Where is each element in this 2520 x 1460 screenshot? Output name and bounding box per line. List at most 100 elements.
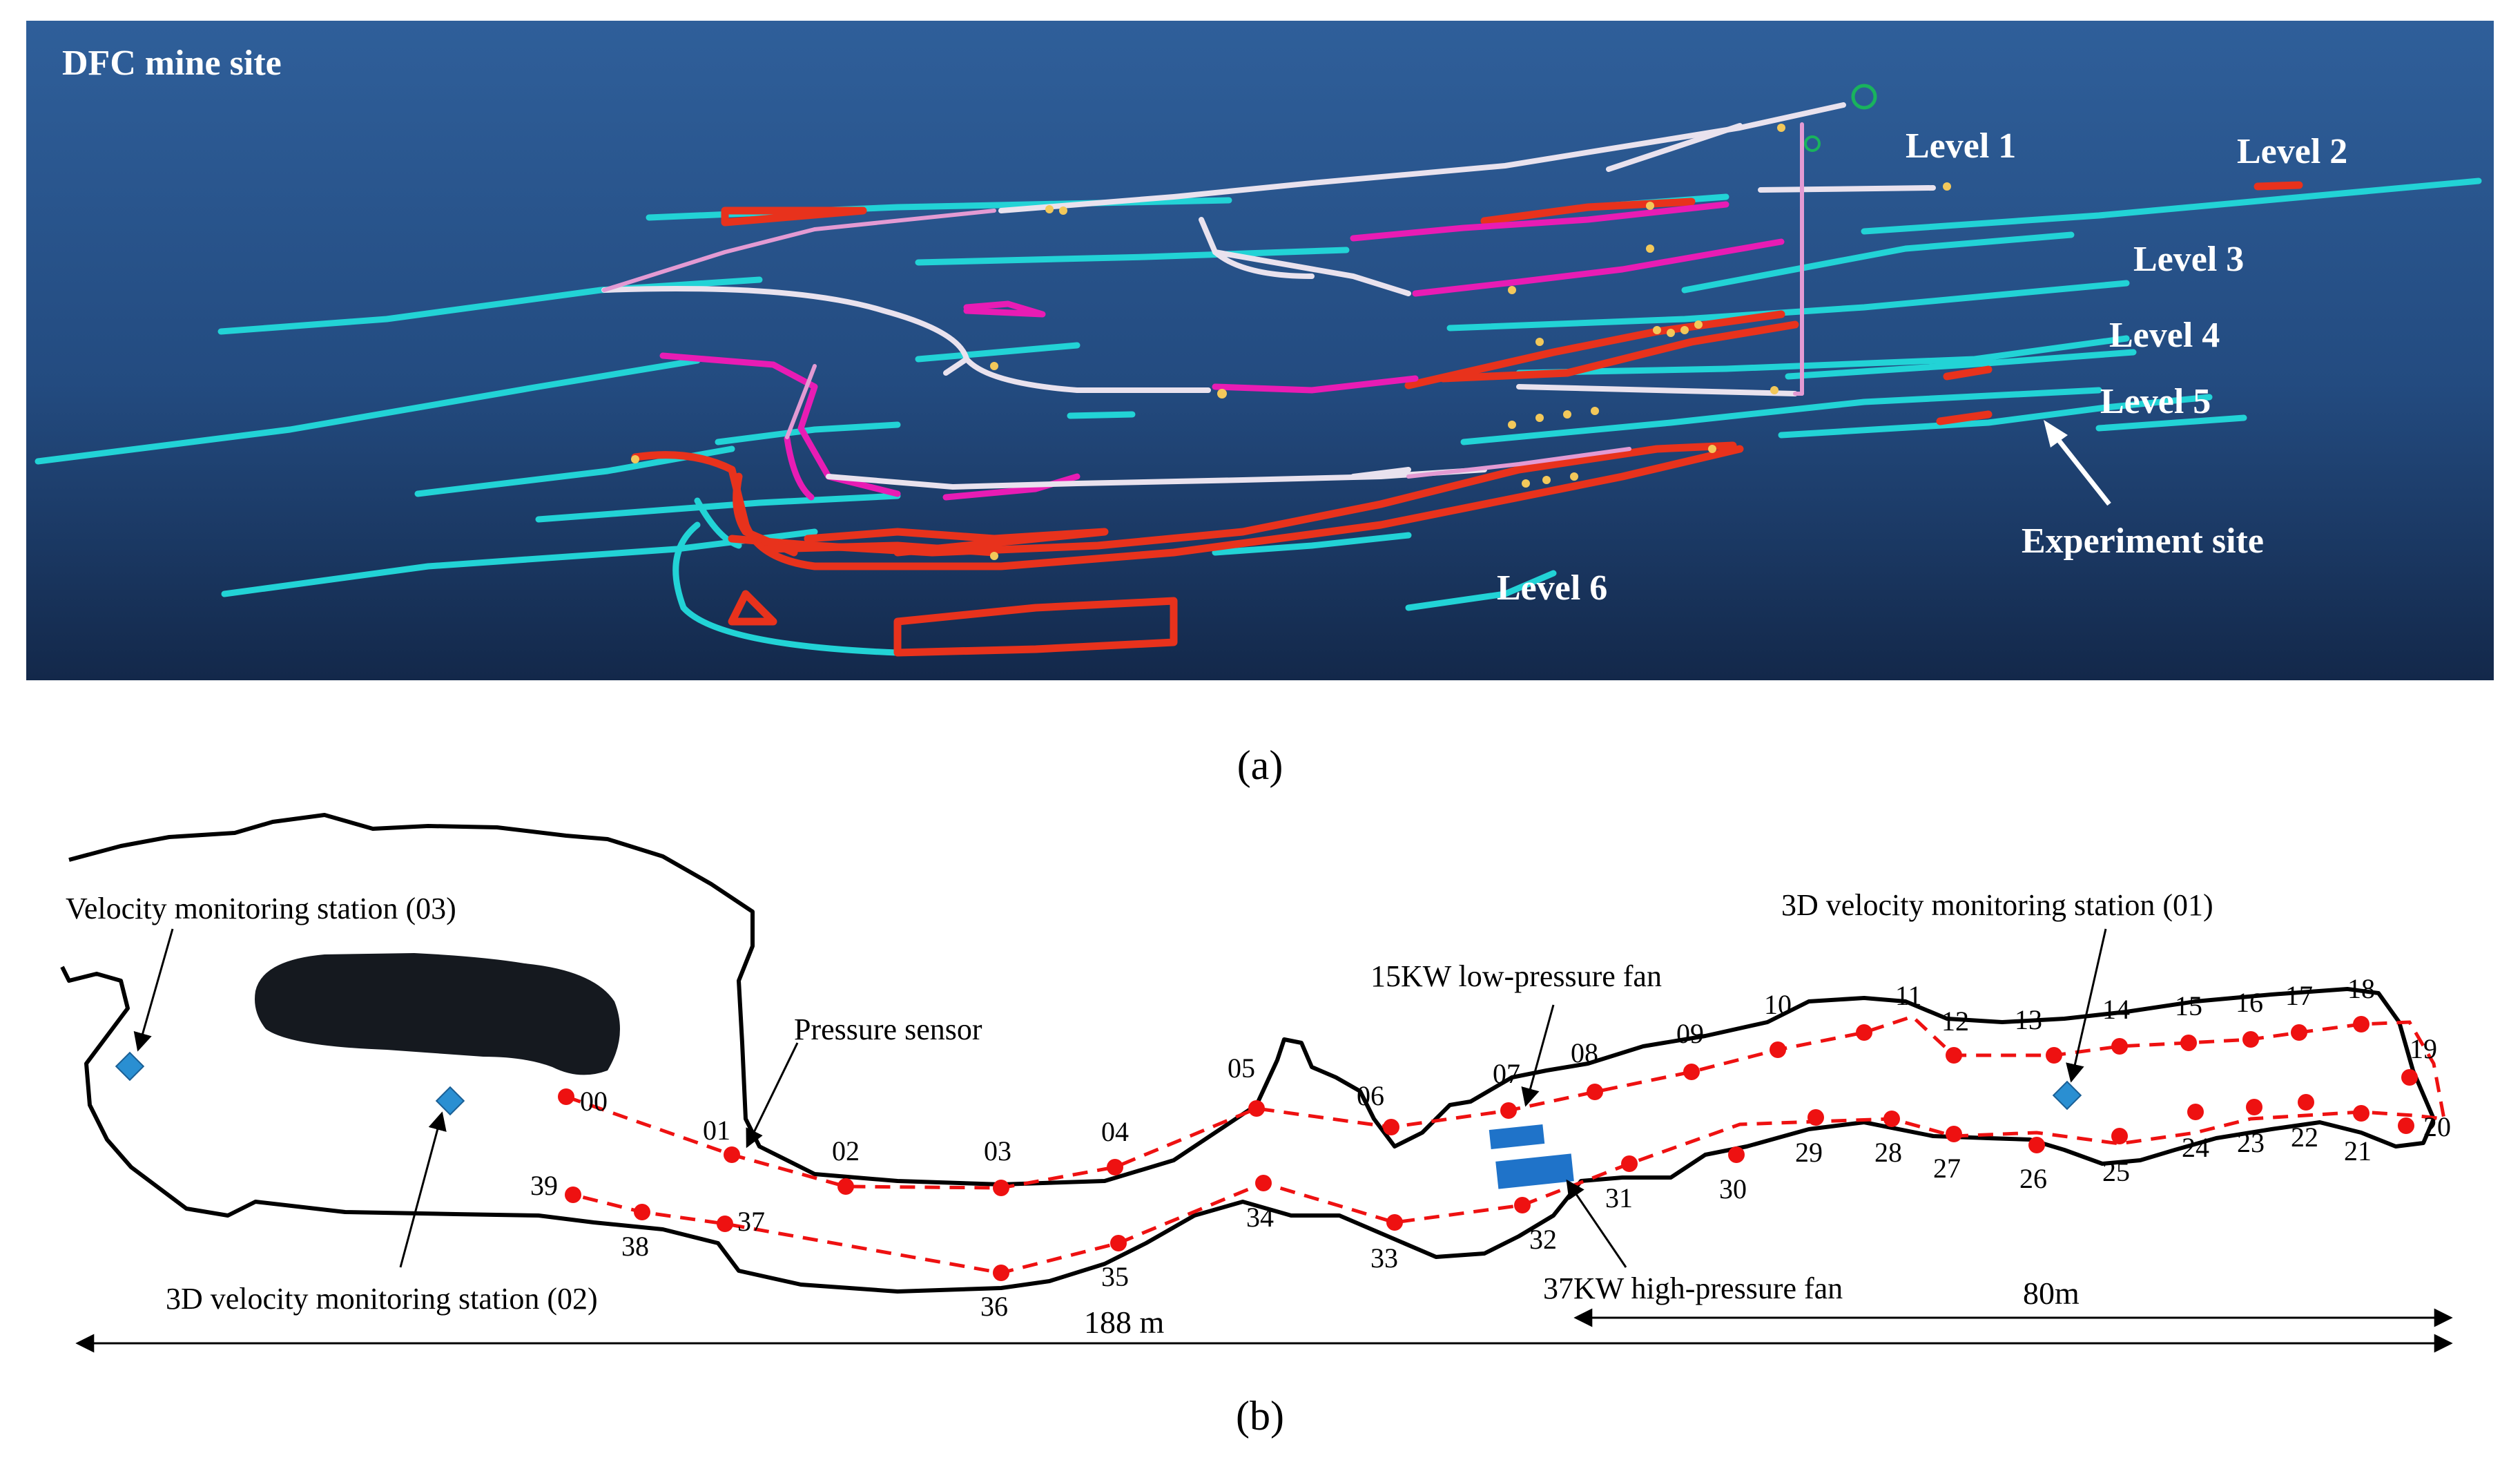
low-pressure-fan (1489, 1124, 1545, 1149)
label-36: 36 (980, 1291, 1008, 1322)
point-21 (2353, 1105, 2369, 1122)
low-fan-arrow (1521, 1004, 1555, 1107)
mine-network (35, 84, 2482, 657)
station-02-label: 3D velocity monitoring station (02) (166, 1282, 598, 1316)
level-4-label: Level 4 (2109, 316, 2220, 355)
annotation-labels: Velocity monitoring station (03) 3D velo… (66, 888, 2213, 1316)
panel-b: 00 01 02 03 04 05 06 07 08 09 10 11 12 1… (60, 813, 2453, 1439)
point-labels: 00 01 02 03 04 05 06 07 08 09 10 11 12 1… (530, 973, 2451, 1322)
point-38 (634, 1204, 650, 1220)
point-30 (1728, 1146, 1745, 1163)
label-37: 37 (737, 1206, 765, 1237)
light-pink-connectors (602, 122, 1804, 479)
label-13: 13 (2015, 1004, 2042, 1035)
level-3-label: Level 3 (2133, 240, 2244, 279)
experiment-site-label: Experiment site (2022, 521, 2264, 561)
point-29 (1807, 1109, 1824, 1126)
distance-188-label: 188 m (1084, 1305, 1165, 1340)
label-05: 05 (1228, 1053, 1255, 1084)
label-04: 04 (1101, 1116, 1129, 1147)
distance-80-label: 80m (2023, 1276, 2080, 1311)
stations (115, 1051, 2082, 1116)
label-33: 33 (1370, 1242, 1398, 1274)
panel-a: DFC mine site Level 1 Level 2 Level 3 Le… (26, 21, 2494, 788)
equipment-markers (631, 124, 1951, 560)
label-07: 07 (1493, 1058, 1520, 1089)
station-02-arrow (399, 1111, 447, 1268)
label-35: 35 (1101, 1261, 1129, 1292)
point-16 (2242, 1031, 2259, 1048)
point-01 (724, 1146, 740, 1163)
label-09: 09 (1676, 1018, 1704, 1049)
point-24 (2187, 1104, 2204, 1120)
point-00 (558, 1088, 574, 1105)
label-22: 22 (2291, 1122, 2318, 1153)
high-pressure-fan-label: 37KW high-pressure fan (1543, 1271, 1843, 1305)
point-34 (1255, 1175, 1272, 1191)
label-30: 30 (1719, 1173, 1747, 1204)
level-6-label: Level 6 (1497, 568, 1607, 608)
pressure-sensor-label: Pressure sensor (794, 1012, 982, 1046)
label-11: 11 (1895, 980, 1922, 1011)
label-26: 26 (2019, 1163, 2047, 1194)
panel-b-caption: (b) (1236, 1393, 1284, 1439)
point-11 (1856, 1024, 1872, 1041)
station-03-arrow (133, 928, 174, 1052)
label-03: 03 (984, 1135, 1011, 1166)
point-23 (2246, 1099, 2262, 1115)
label-16: 16 (2236, 987, 2263, 1018)
station-01-arrow (2066, 928, 2107, 1083)
label-38: 38 (621, 1231, 649, 1262)
point-19 (2401, 1069, 2418, 1086)
label-39: 39 (530, 1170, 558, 1201)
label-19: 19 (2410, 1033, 2437, 1064)
point-09 (1683, 1064, 1700, 1080)
label-24: 24 (2182, 1132, 2209, 1163)
label-17: 17 (2285, 980, 2313, 1011)
shaft-equipment (1804, 84, 1877, 152)
label-31: 31 (1605, 1182, 1633, 1213)
point-22 (2298, 1094, 2314, 1111)
ramp (601, 102, 1936, 490)
point-03 (993, 1180, 1009, 1196)
point-06 (1383, 1119, 1399, 1135)
point-26 (2028, 1137, 2045, 1153)
label-32: 32 (1529, 1224, 1557, 1255)
panel-a-background (26, 21, 2494, 680)
point-12 (1946, 1047, 1962, 1064)
station-03-label: Velocity monitoring station (03) (66, 892, 456, 925)
label-12: 12 (1941, 1006, 1969, 1037)
point-18 (2353, 1016, 2369, 1032)
point-35 (1110, 1235, 1127, 1251)
label-06: 06 (1357, 1080, 1384, 1111)
station-02-marker (435, 1086, 465, 1116)
point-08 (1587, 1084, 1603, 1100)
station-01-label: 3D velocity monitoring station (01) (1781, 888, 2213, 922)
point-39 (565, 1187, 581, 1203)
point-33 (1386, 1214, 1403, 1231)
point-02 (837, 1178, 854, 1195)
pillar (255, 953, 620, 1075)
point-05 (1248, 1100, 1265, 1117)
point-28 (1883, 1111, 1900, 1127)
annotation-arrows (133, 928, 2107, 1268)
label-00: 00 (580, 1086, 608, 1117)
point-13 (2046, 1047, 2062, 1064)
point-31 (1621, 1155, 1638, 1172)
label-01: 01 (703, 1115, 730, 1146)
label-18: 18 (2347, 973, 2375, 1004)
station-03-marker (115, 1051, 145, 1082)
point-17 (2291, 1024, 2307, 1041)
label-20: 20 (2423, 1111, 2451, 1142)
label-29: 29 (1795, 1137, 1823, 1168)
point-10 (1770, 1041, 1786, 1058)
site-label: DFC mine site (62, 44, 282, 83)
point-37 (717, 1216, 733, 1232)
label-23: 23 (2237, 1127, 2265, 1158)
experiment-drifts (631, 181, 2303, 657)
label-08: 08 (1571, 1037, 1598, 1068)
distance-markers: 188 m 80m (75, 1276, 2453, 1353)
level-1-label: Level 1 (1906, 126, 2016, 166)
high-fan-arrow (1566, 1179, 1627, 1268)
